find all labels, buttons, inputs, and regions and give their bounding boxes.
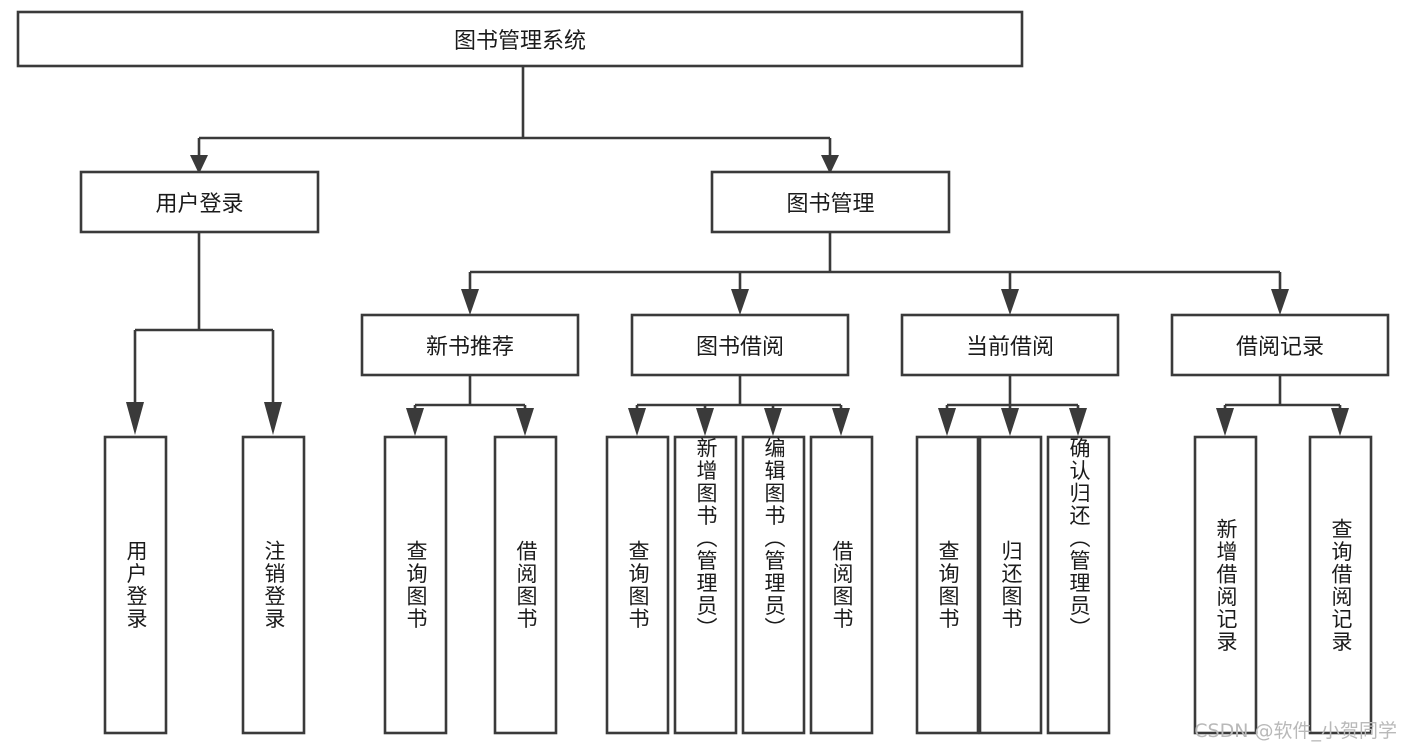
arrowhead-leaf-borrow-book-1 <box>516 408 534 436</box>
arrowhead-leaf-query-book-3 <box>938 408 956 436</box>
node-layer <box>16 10 1390 735</box>
arrowhead-leaf-query-book-1 <box>406 408 424 436</box>
arrowhead-leaf-confirm-return <box>1069 408 1087 436</box>
node-borrow-record[interactable] <box>1170 313 1390 377</box>
arrowhead-leaf-borrow-book-2 <box>832 408 850 436</box>
arrowhead-leaf-return-book <box>1001 408 1019 436</box>
arrowhead-book-borrow <box>731 289 749 315</box>
arrowhead-current-borrow <box>1001 289 1019 315</box>
node-book-manage[interactable] <box>710 170 951 234</box>
node-leaf-borrow-book-1[interactable] <box>493 435 558 735</box>
node-user-login[interactable] <box>79 170 320 234</box>
node-root[interactable] <box>16 10 1024 68</box>
arrowhead-leaf-edit-book <box>764 408 782 436</box>
connector-layer <box>126 66 1349 436</box>
arrowhead-leaf-query-record <box>1331 408 1349 436</box>
node-leaf-return-book[interactable] <box>978 435 1043 735</box>
arrowhead-leaf-add-book <box>696 408 714 436</box>
arrowhead-leaf-query-book-2 <box>628 408 646 436</box>
node-new-book-recommend[interactable] <box>360 313 580 377</box>
node-leaf-add-record[interactable] <box>1193 435 1258 735</box>
node-leaf-edit-book[interactable] <box>741 435 806 735</box>
node-leaf-query-book-1[interactable] <box>383 435 448 735</box>
arrowhead-book-manage <box>821 155 839 174</box>
node-leaf-query-record[interactable] <box>1308 435 1373 735</box>
node-leaf-borrow-book-2[interactable] <box>809 435 874 735</box>
node-current-borrow[interactable] <box>900 313 1120 377</box>
arrowhead-borrow-record <box>1271 289 1289 315</box>
arrowhead-leaf-logout-login <box>264 402 282 435</box>
arrowhead-leaf-add-record <box>1216 408 1234 436</box>
arrowhead-new-book-recommend <box>461 289 479 315</box>
arrowhead-user-login <box>190 155 208 174</box>
node-leaf-confirm-return[interactable] <box>1046 435 1111 735</box>
node-leaf-user-login[interactable] <box>103 435 168 735</box>
node-leaf-add-book[interactable] <box>673 435 738 735</box>
arrowhead-leaf-user-login <box>126 402 144 435</box>
node-leaf-query-book-2[interactable] <box>605 435 670 735</box>
node-leaf-logout-login[interactable] <box>241 435 306 735</box>
node-leaf-query-book-3[interactable] <box>915 435 980 735</box>
node-book-borrow[interactable] <box>630 313 850 377</box>
